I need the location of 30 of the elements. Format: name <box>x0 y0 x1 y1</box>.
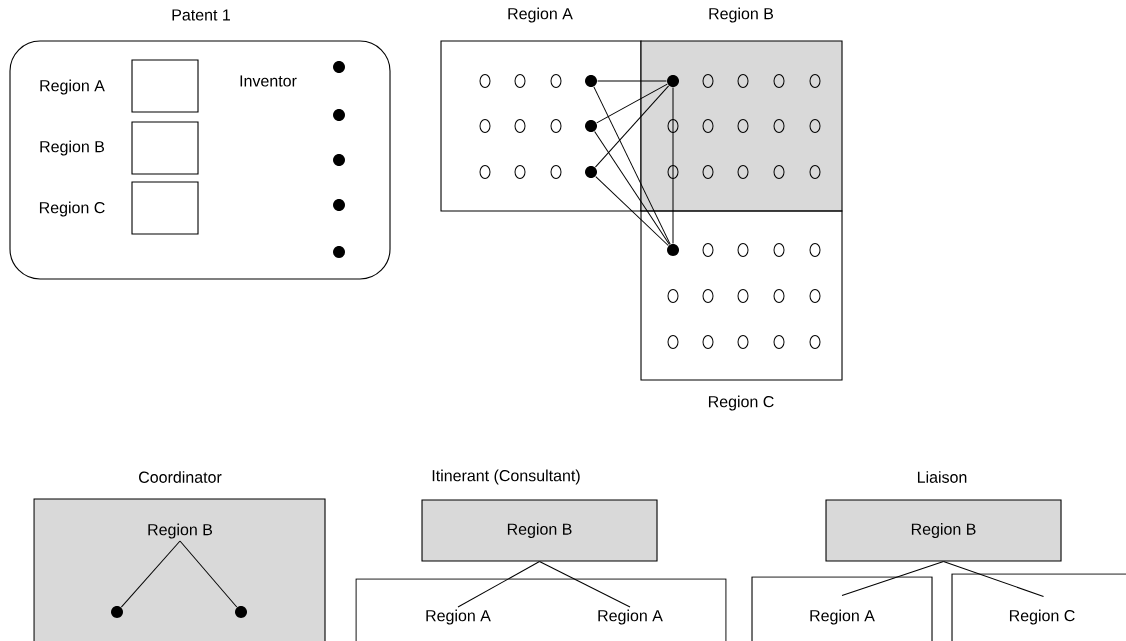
connector-line <box>120 540 181 608</box>
connector-line <box>672 87 674 244</box>
connector-line <box>593 86 671 245</box>
region-box: Region B <box>825 499 1062 562</box>
connector-line <box>594 85 670 168</box>
side-label: Region C <box>39 201 105 217</box>
region-label: Region B <box>148 523 213 539</box>
connector-line <box>539 561 631 608</box>
side-label: Region B <box>40 140 105 156</box>
heading: Liaison <box>918 471 967 483</box>
region-label: Inventor <box>240 75 297 87</box>
connector-line <box>179 540 238 608</box>
region-label: Region C <box>1010 609 1075 625</box>
side-label: Region A <box>40 79 105 95</box>
heading: Region C <box>709 395 774 411</box>
connector-line <box>457 561 540 608</box>
empty-box <box>355 578 727 641</box>
region-label: Region A <box>426 609 491 625</box>
heading: Coordinator <box>139 471 222 483</box>
connector-line <box>597 80 667 82</box>
connector-line <box>596 83 668 124</box>
connector-line <box>595 176 669 246</box>
connector-line <box>594 130 670 246</box>
region-box: Region B <box>421 499 658 562</box>
region-label: Region A <box>598 609 663 625</box>
heading: Region A <box>508 7 573 23</box>
region-label: Region A <box>810 609 875 625</box>
heading: Region B <box>709 7 774 23</box>
heading: Itinerant (Consultant) <box>432 469 580 485</box>
heading: Patent 1 <box>172 9 230 21</box>
